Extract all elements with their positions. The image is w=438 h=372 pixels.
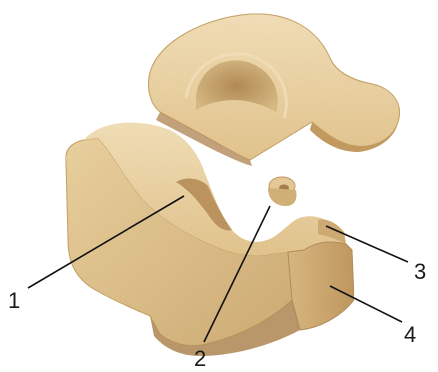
- lower-mold-half: [66, 123, 354, 356]
- callout-label-1: 1: [8, 288, 20, 313]
- callout-label-3: 3: [414, 259, 426, 284]
- callout-label-2: 2: [194, 346, 206, 371]
- lower-mold-boss-base: [268, 188, 297, 206]
- lower-mold-end-block: [288, 242, 354, 330]
- callout-label-4: 4: [404, 322, 416, 347]
